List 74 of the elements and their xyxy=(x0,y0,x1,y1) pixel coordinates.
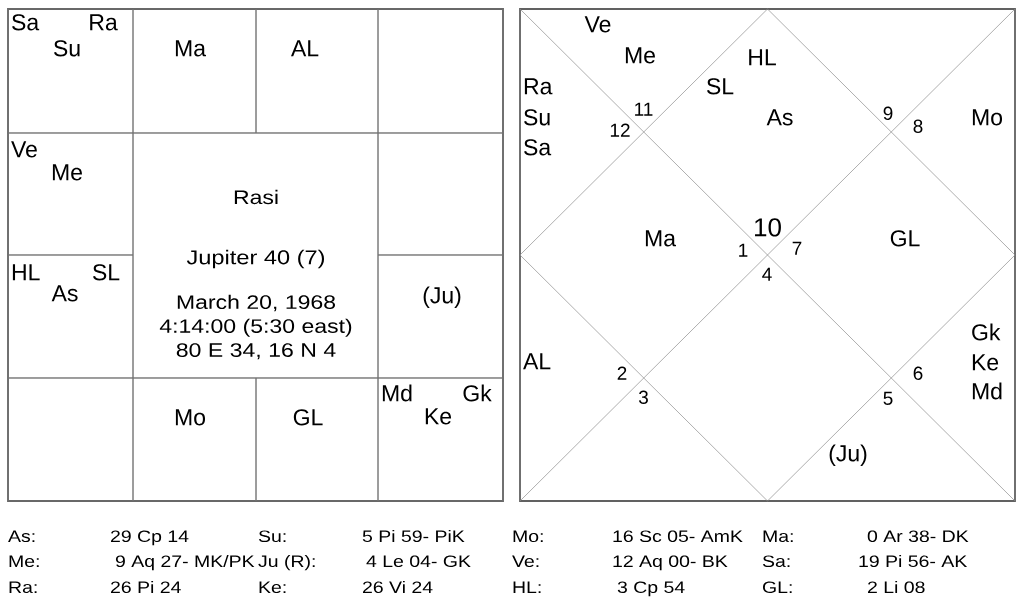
chart-label: SL xyxy=(93,264,120,281)
chart-label: Md xyxy=(972,382,1002,400)
table-value: 29 Cp 14 xyxy=(111,530,189,546)
house-number: 9 xyxy=(883,106,893,120)
chart-label: Ra xyxy=(90,14,118,31)
house-number: 3 xyxy=(638,390,648,404)
table-key: Su: xyxy=(258,530,286,543)
house-number: 2 xyxy=(617,366,627,380)
table-value: 16 Sc 05- AmK xyxy=(613,530,743,543)
table-key: Ju (R): xyxy=(258,554,315,571)
chart-cell xyxy=(7,377,134,502)
table-value: 4 Le 04- GK xyxy=(366,555,471,568)
table-key: Ke: xyxy=(259,581,286,594)
info-text: March 20, 1968 4:14:00 (5:30 east) 80 E 34, 16 N 4 xyxy=(159,294,352,360)
chart-title: Rasi xyxy=(234,189,278,205)
table-value: 5 Pi 59- PiK xyxy=(362,529,465,543)
chart-label: Me xyxy=(52,164,82,181)
table-value: 19 Pi 56- AK xyxy=(859,554,968,568)
house-number: 1 xyxy=(739,243,748,257)
table-key: Ra: xyxy=(9,581,37,594)
chart-label: As xyxy=(766,109,793,126)
table-value: 0 Ar 38- DK xyxy=(867,530,969,543)
table-key: Sa: xyxy=(762,555,790,568)
chart-label: AL xyxy=(291,40,319,57)
chart-label: Ve xyxy=(11,141,37,158)
table-key: GL: xyxy=(763,581,792,594)
house-number: 8 xyxy=(913,119,923,133)
house-number: 4 xyxy=(762,267,772,281)
chart-label: Md xyxy=(382,384,412,402)
chart-label: HL xyxy=(749,49,776,66)
table-key: Me: xyxy=(9,555,39,568)
chart-label: Sa xyxy=(12,14,40,31)
info-text: Jupiter 40 (7) xyxy=(186,249,324,269)
house-number: 11 xyxy=(635,102,653,116)
chart-label: Ma xyxy=(645,230,676,247)
chart-label: Su xyxy=(54,40,80,57)
chart-label: Ma xyxy=(175,40,206,57)
chart-label: GL xyxy=(890,230,920,247)
table-key: As: xyxy=(8,530,35,543)
table-value: 26 Vi 24 xyxy=(363,580,433,594)
chart-label: Ke xyxy=(425,408,452,425)
table-value: 9 Aq 27- MK/PK xyxy=(115,554,255,571)
chart-cell xyxy=(377,132,504,256)
house-number: 7 xyxy=(792,241,802,255)
chart-label: Mo xyxy=(972,109,1002,126)
chart-label: Su xyxy=(524,109,550,126)
house-number: 12 xyxy=(610,123,630,137)
chart-label: As xyxy=(51,285,78,302)
chart-label: HL xyxy=(12,264,40,281)
house-number: 6 xyxy=(913,366,923,380)
chart-label: Gk xyxy=(972,323,1001,341)
chart-cell xyxy=(377,8,504,134)
table-key: Ve: xyxy=(512,555,539,568)
table-key: Ma: xyxy=(763,530,793,543)
house-number: 10 xyxy=(755,218,781,237)
chart-label: AL xyxy=(523,353,551,370)
chart-label: Ve xyxy=(584,16,611,33)
chart-label: Gk xyxy=(463,384,492,402)
table-key: Mo: xyxy=(513,530,543,543)
chart-label: Me xyxy=(625,47,655,64)
table-value: 12 Aq 00- BK xyxy=(613,555,728,571)
chart-label: (Ju) xyxy=(423,286,461,308)
chart-label: Ra xyxy=(524,78,553,95)
chart-label: Sa xyxy=(524,139,552,156)
table-value: 26 Pi 24 xyxy=(111,580,181,594)
chart-label: SL xyxy=(707,78,734,95)
table-key: HL: xyxy=(513,581,541,593)
table-value: 2 Li 08 xyxy=(868,580,925,594)
chart-label: Mo xyxy=(175,409,205,426)
chart-label: Ke xyxy=(972,354,999,371)
table-value: 3 Cp 54 xyxy=(617,581,685,597)
chart-label: GL xyxy=(293,409,323,426)
chart-label: (Ju) xyxy=(829,444,867,466)
house-number: 5 xyxy=(883,391,893,405)
